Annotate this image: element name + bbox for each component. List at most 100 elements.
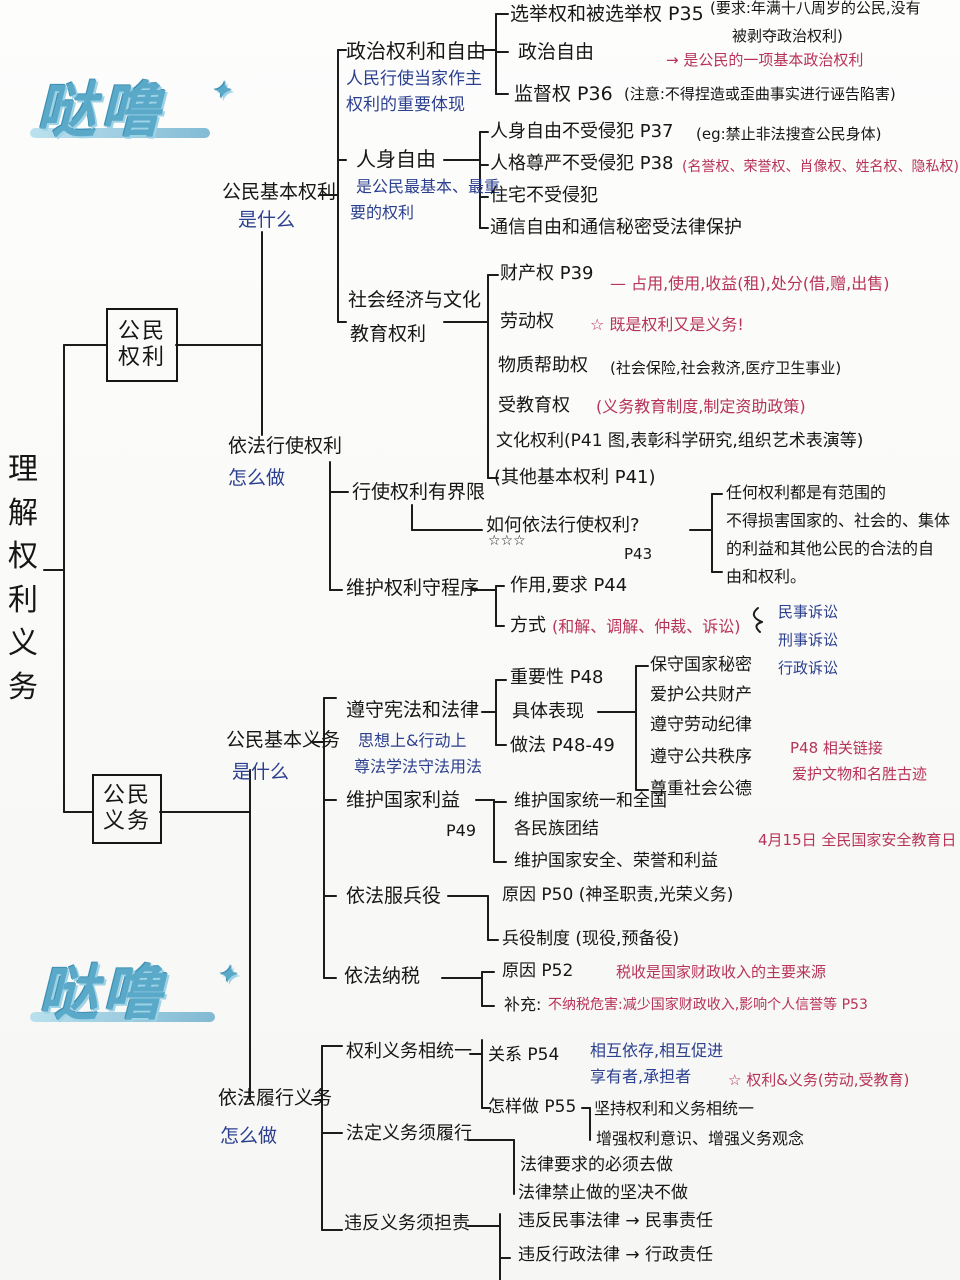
admin-lawsuit: 行政诉讼 bbox=[778, 659, 839, 677]
national-item-1: 维护国家统一和全国 bbox=[514, 791, 667, 811]
property-note: — 占用,使用,收益(租),处分(借,赠,出售) bbox=[610, 274, 890, 293]
perform-duties-title: 依法履行义务 bbox=[218, 1087, 333, 1109]
deco-brush-bottom bbox=[30, 1012, 215, 1022]
deco-title-top: 哒噜 bbox=[36, 76, 164, 146]
national-page: P49 bbox=[446, 821, 477, 840]
tax-title: 依法纳税 bbox=[344, 965, 421, 987]
how-2: 增强权利意识、增强义务观念 bbox=[596, 1129, 805, 1148]
how-exercise-stars: ☆☆☆ bbox=[488, 533, 526, 549]
deco-brush-top bbox=[30, 128, 210, 138]
aid-right: 物质帮助权 bbox=[498, 355, 588, 376]
criminal-lawsuit: 刑事诉讼 bbox=[778, 631, 839, 649]
vote-right: 选举权和被选举权 P35 bbox=[510, 3, 704, 25]
national-item-1b: 各民族团结 bbox=[514, 819, 599, 839]
political-note-1: 人民行使当家作主 bbox=[346, 69, 482, 89]
violate-title: 违反义务须担责 bbox=[344, 1213, 470, 1234]
limit-answer-4: 由和权利。 bbox=[726, 567, 807, 586]
tax-reason: 原因 P52 bbox=[502, 961, 574, 981]
personal-item-2-note: (名誉权、荣誉权、肖像权、姓名权、隐私权) bbox=[682, 159, 959, 175]
obey-law-note-1: 思想上&行动上 bbox=[358, 731, 467, 750]
labor-right: 劳动权 bbox=[500, 311, 554, 332]
supervise-right: 监督权 P36 bbox=[514, 83, 613, 105]
unity-title: 权利义务相统一 bbox=[346, 1041, 472, 1062]
personal-item-3: 住宅不受侵犯 bbox=[490, 185, 598, 206]
personal-item-1: 人身自由不受侵犯 P37 bbox=[490, 121, 674, 142]
culture-right: 文化权利(P41 图,表彰科学研究,组织艺术表演等) bbox=[496, 431, 864, 451]
relation-star: ☆ 权利&义务(劳动,受教育) bbox=[728, 1071, 910, 1089]
edu-right: 受教育权 bbox=[498, 395, 570, 416]
exercise-rights-title: 依法行使权利 bbox=[228, 435, 343, 457]
practice-1: 保守国家秘密 bbox=[650, 655, 752, 675]
practice-2: 爱护公共财产 bbox=[650, 685, 752, 705]
personal-item-2: 人格尊严不受侵犯 P38 bbox=[490, 153, 674, 174]
practice-4: 遵守公共秩序 bbox=[650, 747, 752, 767]
relation-note-2: 享有者,承担者 bbox=[590, 1067, 692, 1086]
social-rights-title-1: 社会经济与文化 bbox=[348, 289, 482, 311]
basic-duties-title: 公民基本义务 bbox=[226, 729, 341, 751]
other-rights: (其他基本权利 P41) bbox=[494, 467, 656, 488]
personal-freedom-title: 人身自由 bbox=[356, 147, 436, 171]
military-system: 兵役制度 (现役,预备役) bbox=[502, 929, 680, 949]
deco-star-bottom: ✦ bbox=[218, 962, 241, 988]
practice-5: 尊重社会公德 bbox=[650, 779, 752, 799]
must-perform-title: 法定义务须履行 bbox=[346, 1123, 472, 1144]
political-note-2: 权利的重要体现 bbox=[346, 95, 465, 115]
unity-relation: 关系 P54 bbox=[488, 1045, 560, 1065]
rights-limit: 行使权利有界限 bbox=[352, 481, 486, 503]
exercise-rights-sub: 怎么做 bbox=[228, 467, 286, 489]
perform-duties-sub: 怎么做 bbox=[220, 1125, 278, 1147]
deco-star-top: ✦ bbox=[212, 78, 235, 104]
obey-law-note-2: 尊法学法守法用法 bbox=[354, 757, 483, 776]
protect-way-note: (和解、调解、仲裁、诉讼) bbox=[552, 617, 741, 636]
aid-note: (社会保险,社会救济,医疗卫生事业) bbox=[610, 359, 842, 377]
military-reason: 原因 P50 (神圣职责,光荣义务) bbox=[502, 885, 734, 905]
deco-title-bottom: 哒噜 bbox=[38, 959, 166, 1029]
how-exercise-question: 如何依法行使权利? bbox=[486, 515, 640, 536]
basic-rights-sub: 是什么 bbox=[238, 209, 296, 231]
tax-extra-note: 不纳税危害:减少国家财政收入,影响个人信誉等 P53 bbox=[548, 997, 868, 1013]
obey-law-title: 遵守宪法和法律 bbox=[346, 699, 480, 721]
vote-note-3: → 是公民的一项基本政治权利 bbox=[666, 51, 864, 69]
limit-answer-2: 不得损害国家的、社会的、集体 bbox=[726, 511, 951, 530]
personal-item-1-note: (eg:禁止非法搜查公民身体) bbox=[696, 125, 882, 143]
labor-note: ☆ 既是权利又是义务! bbox=[590, 315, 744, 334]
unity-how: 怎样做 P55 bbox=[488, 1097, 577, 1117]
must-1: 法律要求的必须去做 bbox=[520, 1155, 673, 1175]
relation-note-1: 相互依存,相互促进 bbox=[590, 1041, 724, 1060]
vote-note-1: (要求:年满十八周岁的公民,没有 bbox=[710, 0, 921, 17]
vote-note-2: 被剥夺政治权利) bbox=[732, 27, 843, 45]
personal-note-1: 是公民最基本、最重 bbox=[356, 177, 501, 196]
political-freedom: 政治自由 bbox=[518, 41, 595, 63]
root-title: 理 解 权 利 义 务 bbox=[8, 452, 38, 705]
p48-note-1: P48 相关链接 bbox=[790, 739, 883, 757]
protect-rights: 维护权利守程序 bbox=[346, 577, 480, 599]
supervise-note: (注意:不得捏造或歪曲事实进行诬告陷害) bbox=[624, 85, 896, 103]
edu-note: (义务教育制度,制定资助政策) bbox=[596, 397, 806, 416]
duties-box: 公民义务 bbox=[92, 774, 162, 844]
protect-role: 作用,要求 P44 bbox=[510, 575, 628, 596]
national-item-2: 维护国家安全、荣誉和利益 bbox=[514, 851, 718, 871]
security-day-note: 4月15日 全民国家安全教育日 bbox=[758, 831, 957, 849]
p48-note-2: 爱护文物和名胜古迹 bbox=[792, 765, 928, 783]
basic-rights-title: 公民基本权利 bbox=[222, 181, 337, 203]
political-rights-title: 政治权利和自由 bbox=[346, 39, 486, 63]
basic-duties-sub: 是什么 bbox=[232, 761, 290, 783]
rights-box: 公民权利 bbox=[106, 308, 178, 382]
how-1: 坚持权利和义务相统一 bbox=[594, 1099, 755, 1118]
tax-reason-note: 税收是国家财政收入的主要来源 bbox=[616, 963, 827, 981]
law-importance: 重要性 P48 bbox=[510, 667, 604, 688]
must-2: 法律禁止做的坚决不做 bbox=[518, 1183, 688, 1203]
personal-item-4: 通信自由和通信秘密受法律保护 bbox=[490, 217, 742, 238]
civil-lawsuit: 民事诉讼 bbox=[778, 603, 839, 621]
national-interest-title: 维护国家利益 bbox=[346, 789, 461, 811]
how-exercise-page: P43 bbox=[624, 545, 653, 563]
law-method: 做法 P48-49 bbox=[510, 735, 615, 756]
law-practice: 具体表现 bbox=[512, 701, 584, 722]
property-right: 财产权 P39 bbox=[500, 263, 594, 284]
military-title: 依法服兵役 bbox=[346, 885, 442, 907]
violate-1: 违反民事法律 → 民事责任 bbox=[518, 1211, 714, 1231]
tax-extra: 补充: bbox=[504, 995, 542, 1014]
limit-answer-1: 任何权利都是有范围的 bbox=[726, 483, 887, 502]
